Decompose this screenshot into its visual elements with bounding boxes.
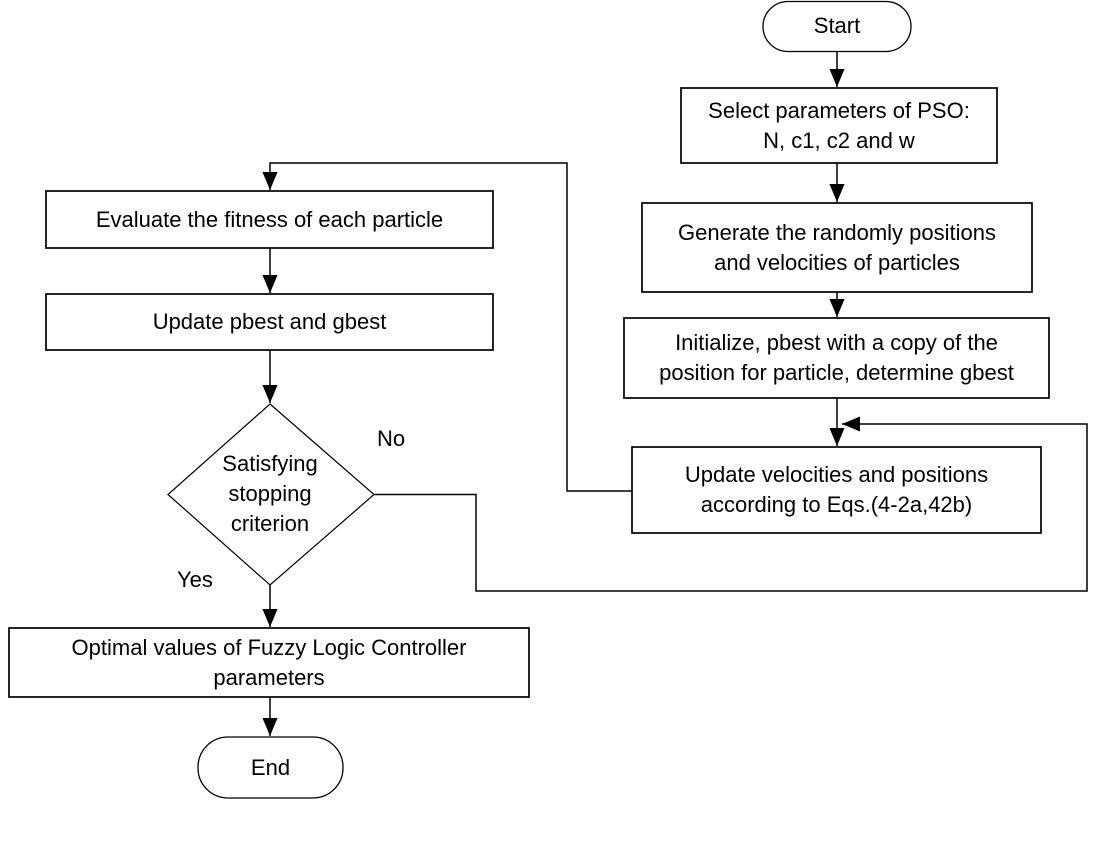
edge-label-yes: Yes bbox=[177, 567, 213, 592]
start-terminator-shape bbox=[762, 0, 912, 53]
initialize-pbest-box-shape bbox=[623, 317, 1050, 399]
connector-decision-no-to-update-velocities bbox=[374, 416, 1088, 592]
update-pbest-box-shape bbox=[45, 293, 494, 351]
generate-positions-box-shape bbox=[641, 202, 1033, 293]
edge-label-no: No bbox=[377, 426, 406, 451]
update-velocities-box-shape bbox=[631, 446, 1042, 534]
select-parameters-box-shape bbox=[680, 87, 998, 164]
stopping-criterion-diamond-shape bbox=[167, 403, 375, 586]
evaluate-fitness-box-shape bbox=[45, 190, 494, 249]
optimal-values-box-shape bbox=[8, 627, 530, 698]
end-terminator-shape bbox=[197, 736, 344, 799]
connector-update-velocities-to-evaluate bbox=[262, 162, 632, 492]
